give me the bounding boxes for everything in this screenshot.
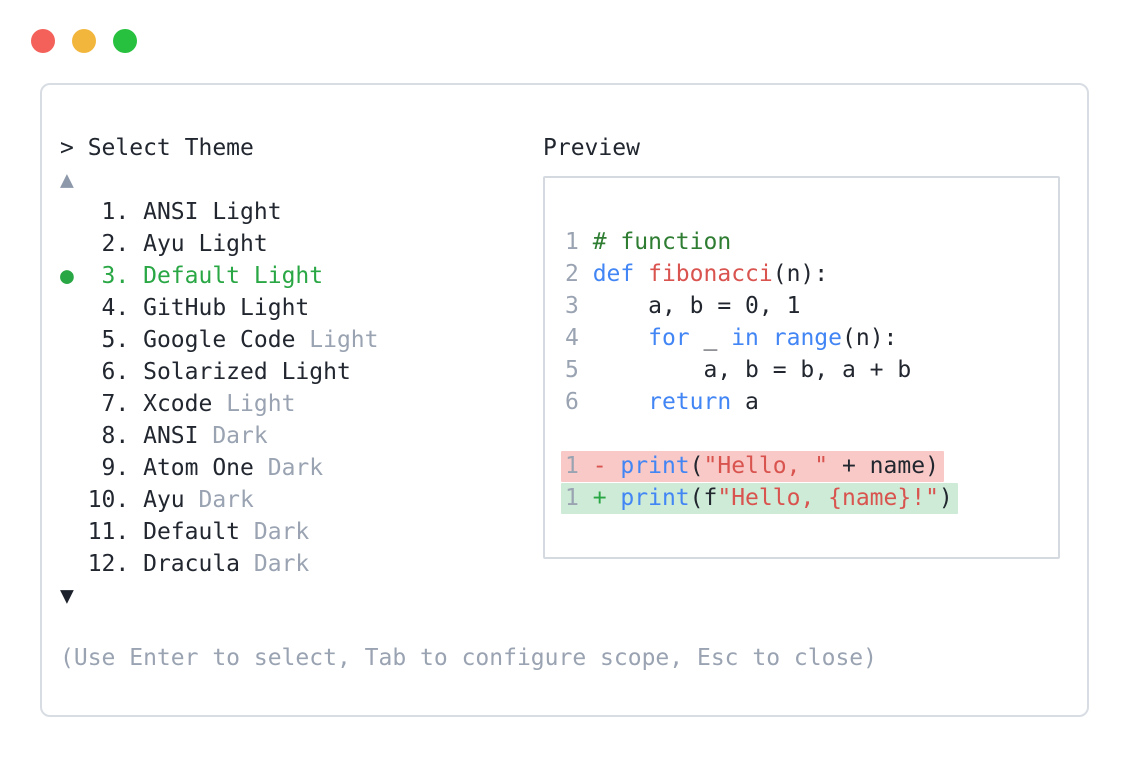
marker-spacer — [60, 359, 88, 385]
theme-item-10[interactable]: 10. Ayu Dark — [60, 484, 543, 516]
diff-line-removed: 1 - print("Hello, " + name) — [561, 450, 1044, 482]
theme-item-number: 8. — [87, 423, 144, 449]
theme-item-7[interactable]: 7. Xcode Light — [60, 388, 543, 420]
theme-item-6[interactable]: 6. Solarized Light — [60, 356, 543, 388]
theme-item-variant: Light — [295, 327, 379, 353]
theme-item-number: 5. — [87, 327, 144, 353]
theme-item-variant: Dark — [240, 519, 310, 545]
theme-item-label: Xcode — [143, 391, 213, 417]
theme-item-number: 10. — [87, 487, 144, 513]
theme-item-variant: Dark — [240, 551, 310, 577]
marker-spacer — [60, 551, 88, 577]
theme-item-number: 7. — [87, 391, 144, 417]
theme-item-3[interactable]: ● 3. Default Light — [60, 260, 543, 292]
theme-item-label: Ayu Light — [143, 231, 268, 257]
theme-item-variant: Dark — [198, 423, 268, 449]
code-line: 2 def fibonacci(n): — [565, 261, 829, 287]
theme-item-8[interactable]: 8. ANSI Dark — [60, 420, 543, 452]
theme-picker-window: > Select Theme ▲ 1. ANSI Light 2. Ayu Li… — [40, 83, 1089, 717]
marker-spacer — [60, 423, 88, 449]
theme-item-label: Solarized Light — [143, 359, 351, 385]
theme-item-number: 9. — [87, 455, 144, 481]
keyboard-hints: (Use Enter to select, Tab to configure s… — [60, 645, 877, 671]
theme-item-label: Default Light — [143, 263, 324, 289]
theme-item-variant: Dark — [184, 487, 254, 513]
code-line: 1 # function — [565, 229, 732, 255]
theme-item-number: 11. — [87, 519, 144, 545]
theme-item-variant: Light — [212, 391, 296, 417]
theme-list: 1. ANSI Light 2. Ayu Light● 3. Default L… — [60, 196, 543, 580]
code-line — [565, 418, 1044, 450]
preview-panel: Preview 1 # function 2 def fibonacci(n): 3… — [543, 132, 1060, 559]
theme-list-panel: > Select Theme ▲ 1. ANSI Light 2. Ayu Li… — [60, 132, 543, 612]
selected-dot-icon: ● — [60, 263, 88, 289]
close-button[interactable] — [31, 29, 55, 53]
diff-highlight-removed: 1 - print("Hello, " + name) — [561, 451, 944, 482]
theme-item-12[interactable]: 12. Dracula Dark — [60, 548, 543, 580]
window-controls — [31, 29, 137, 53]
minimize-button[interactable] — [72, 29, 96, 53]
theme-item-label: ANSI Light — [143, 199, 282, 225]
theme-item-2[interactable]: 2. Ayu Light — [60, 228, 543, 260]
theme-item-label: Dracula — [143, 551, 241, 577]
code-block: 1 # function 2 def fibonacci(n): 3 a, b = … — [561, 226, 1044, 514]
marker-spacer — [60, 391, 88, 417]
theme-item-9[interactable]: 9. Atom One Dark — [60, 452, 543, 484]
theme-item-number: 3. — [87, 263, 144, 289]
scroll-down-icon[interactable]: ▼ — [60, 583, 74, 609]
theme-item-label: ANSI — [143, 423, 199, 449]
marker-spacer — [60, 519, 88, 545]
theme-item-number: 4. — [87, 295, 144, 321]
select-theme-prompt: > Select Theme — [60, 135, 254, 161]
theme-item-variant: Dark — [253, 455, 324, 481]
code-line: 5 a, b = b, a + b — [565, 357, 912, 383]
theme-item-number: 2. — [87, 231, 144, 257]
marker-spacer — [60, 487, 88, 513]
theme-item-label: Default — [143, 519, 241, 545]
maximize-button[interactable] — [113, 29, 137, 53]
code-line: 4 for _ in range(n): — [565, 325, 898, 351]
theme-item-11[interactable]: 11. Default Dark — [60, 516, 543, 548]
code-line: 6 return a — [565, 389, 759, 415]
scroll-up-icon[interactable]: ▲ — [60, 167, 74, 193]
marker-spacer — [60, 199, 88, 225]
theme-item-label: Google Code — [143, 327, 296, 353]
marker-spacer — [60, 231, 88, 257]
theme-item-number: 6. — [87, 359, 144, 385]
theme-item-1[interactable]: 1. ANSI Light — [60, 196, 543, 228]
picker-body: > Select Theme ▲ 1. ANSI Light 2. Ayu Li… — [60, 132, 1060, 612]
theme-item-number: 12. — [87, 551, 144, 577]
theme-item-label: GitHub Light — [143, 295, 310, 321]
marker-spacer — [60, 327, 88, 353]
marker-spacer — [60, 295, 88, 321]
code-preview: 1 # function 2 def fibonacci(n): 3 a, b = … — [543, 176, 1060, 559]
theme-item-5[interactable]: 5. Google Code Light — [60, 324, 543, 356]
theme-item-number: 1. — [87, 199, 144, 225]
theme-item-label: Ayu — [143, 487, 185, 513]
preview-title: Preview — [543, 135, 640, 161]
theme-item-4[interactable]: 4. GitHub Light — [60, 292, 543, 324]
marker-spacer — [60, 455, 88, 481]
code-line: 3 a, b = 0, 1 — [565, 293, 801, 319]
theme-item-label: Atom One — [143, 455, 254, 481]
diff-highlight-added: 1 + print(f"Hello, {name}!") — [561, 483, 958, 514]
diff-line-added: 1 + print(f"Hello, {name}!") — [561, 482, 1044, 514]
